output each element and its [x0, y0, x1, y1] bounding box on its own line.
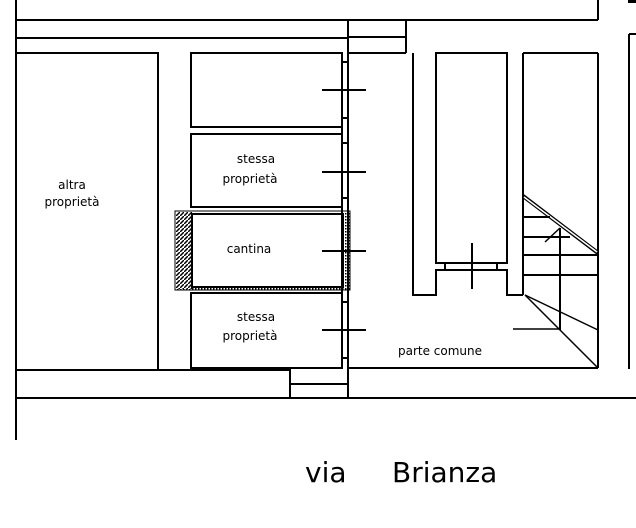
- label-other-property-2: proprietà: [45, 195, 100, 209]
- label-common-area: parte comune: [398, 344, 482, 358]
- label-same-property-lower-2: proprietà: [223, 329, 278, 343]
- room-same-property-upper: [190, 133, 343, 208]
- corridor-walls: [341, 52, 599, 369]
- label-cellar: cantina: [227, 242, 272, 256]
- staircase: [513, 194, 600, 368]
- door-marks: [322, 89, 366, 331]
- label-same-property-lower: stessa: [237, 310, 275, 324]
- stair-top: [347, 20, 407, 54]
- room-other-property: [15, 52, 159, 371]
- label-other-property: altra: [58, 178, 86, 192]
- label-same-property-upper: stessa: [237, 152, 275, 166]
- stair-bottom: [289, 368, 349, 398]
- room-top: [190, 52, 343, 128]
- label-same-property-upper-2: proprietà: [223, 172, 278, 186]
